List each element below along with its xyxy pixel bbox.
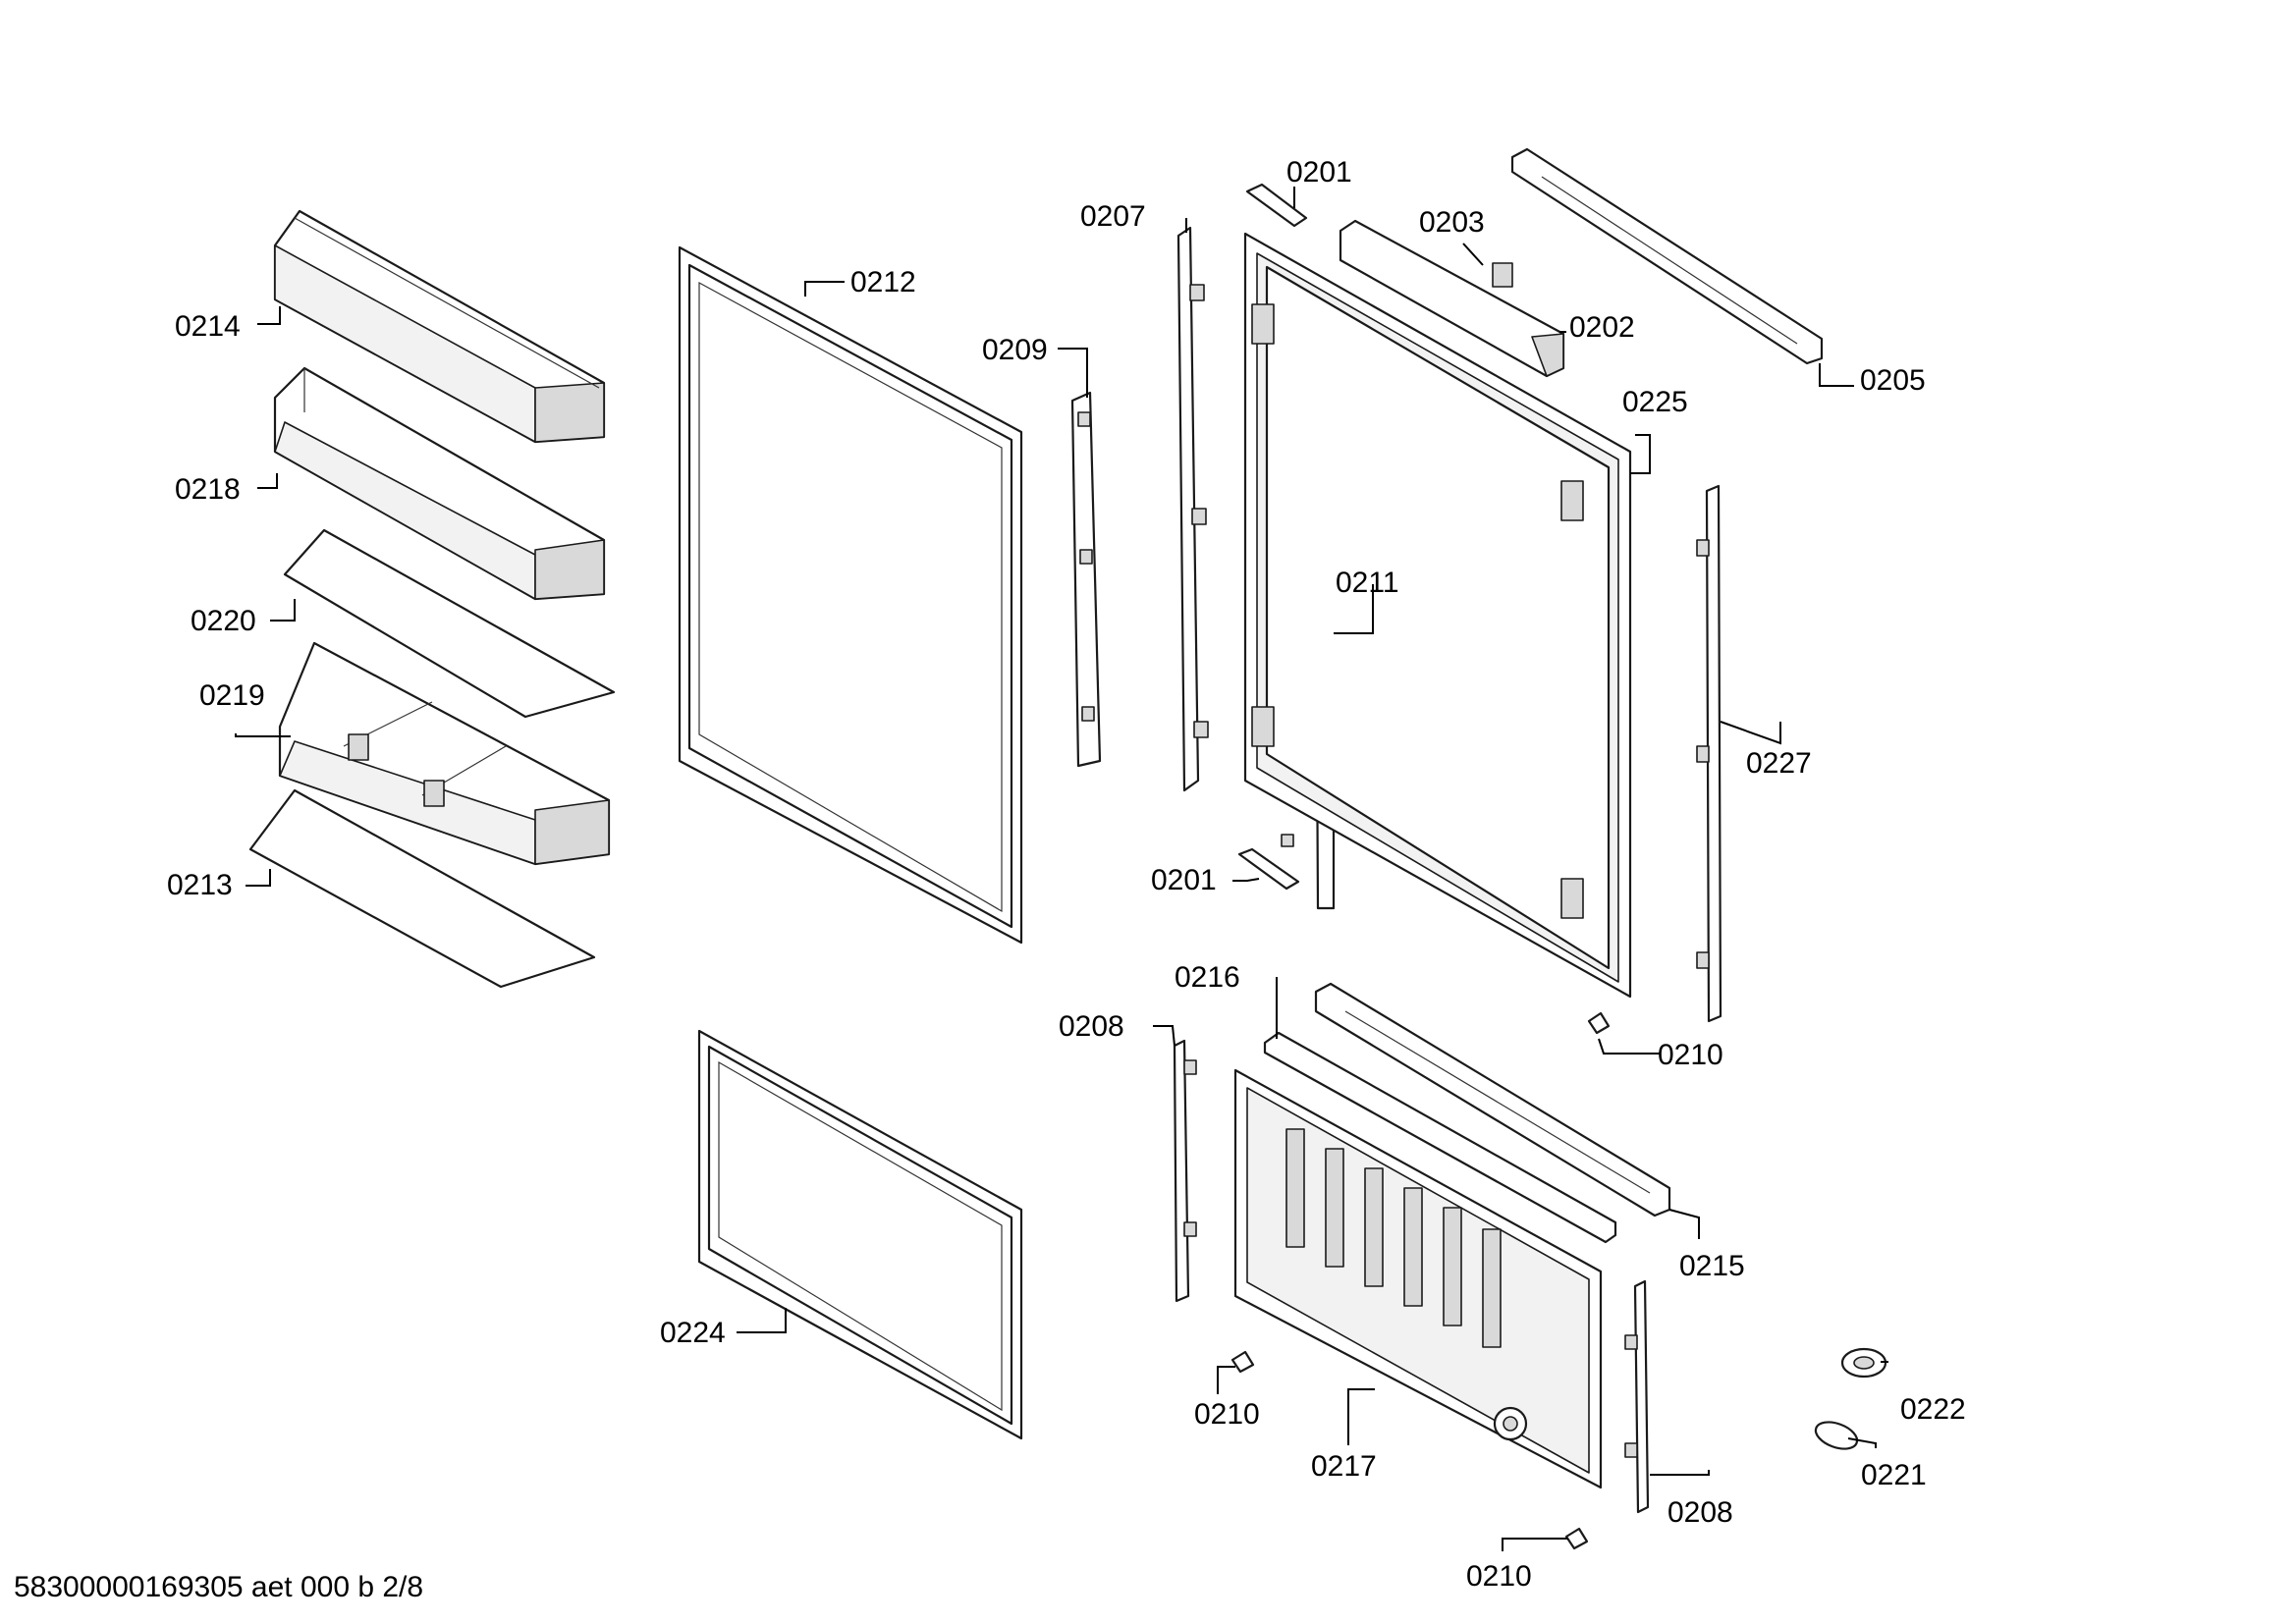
part-0208-hinge-rail-lower <box>1624 1279 1650 1514</box>
part-0210-clip-lower-left <box>1230 1350 1255 1374</box>
callout-0208-lower: 0208 <box>1667 1496 1733 1529</box>
part-0202-top-cover <box>1339 219 1565 378</box>
callout-0210-lower-left: 0210 <box>1194 1398 1260 1431</box>
part-0227-hinge-rail <box>1696 484 1722 1023</box>
part-0201-bracket-top <box>1245 183 1308 228</box>
part-0203-cap <box>1492 262 1513 288</box>
part-0222-round-cap <box>1840 1347 1887 1379</box>
part-0225-door-panel <box>1243 232 1632 999</box>
document-id: 58300000169305 aet 000 b 2/8 <box>14 1571 424 1603</box>
callout-0219: 0219 <box>199 679 265 712</box>
callout-0217: 0217 <box>1311 1450 1377 1483</box>
callout-0218: 0218 <box>175 473 241 506</box>
callout-0203: 0203 <box>1419 206 1485 239</box>
callout-0214: 0214 <box>175 310 241 343</box>
callout-0215: 0215 <box>1679 1250 1745 1282</box>
part-0220-shelf-insert <box>283 528 616 719</box>
part-0214-door-shelf <box>273 209 606 444</box>
callout-0202: 0202 <box>1569 311 1635 344</box>
callout-0213: 0213 <box>167 869 233 901</box>
callout-0201-top: 0201 <box>1286 156 1352 189</box>
callout-0220: 0220 <box>191 605 256 637</box>
part-0212-door-gasket <box>678 245 1023 945</box>
callout-0210-upper-right: 0210 <box>1658 1039 1723 1071</box>
callout-0222: 0222 <box>1900 1393 1966 1426</box>
callout-0205: 0205 <box>1860 364 1926 397</box>
part-0201-bracket-bottom <box>1237 834 1300 891</box>
callout-0211: 0211 <box>1336 567 1399 599</box>
callout-0208-upper: 0208 <box>1059 1010 1124 1043</box>
callout-0225: 0225 <box>1622 386 1688 418</box>
leader-lines <box>235 187 1888 1551</box>
part-0219-door-shelf <box>278 641 611 866</box>
part-0209-strip <box>1070 391 1102 768</box>
callout-0209: 0209 <box>982 334 1048 366</box>
part-0210-clip-bottom <box>1564 1527 1589 1550</box>
part-0207-hinge-rail <box>1176 226 1209 792</box>
part-0205-mounting-rail <box>1510 147 1824 365</box>
callout-0201-bottom: 0201 <box>1151 864 1217 896</box>
callout-0221: 0221 <box>1861 1459 1927 1491</box>
part-0210-clip-upper-right <box>1587 1011 1611 1035</box>
callout-0224: 0224 <box>660 1317 726 1349</box>
callout-0216: 0216 <box>1175 961 1240 994</box>
part-0224-drawer-gasket <box>697 1029 1023 1440</box>
part-0221-disc <box>1814 1421 1859 1450</box>
callout-0227: 0227 <box>1746 747 1812 780</box>
part-0218-door-shelf <box>273 366 606 601</box>
part-0217-drawer-front <box>1233 1068 1603 1489</box>
callout-0210-bottom: 0210 <box>1466 1560 1532 1593</box>
part-0208-hinge-rail-upper <box>1173 1039 1197 1303</box>
callout-labels: 0201 0207 0203 0202 0205 0214 0212 0209 … <box>167 156 1966 1593</box>
part-0213-shelf-insert <box>248 788 596 989</box>
callout-0212: 0212 <box>850 266 916 298</box>
part-0216-trim-strip <box>1263 1031 1617 1244</box>
callout-0207: 0207 <box>1080 200 1146 233</box>
